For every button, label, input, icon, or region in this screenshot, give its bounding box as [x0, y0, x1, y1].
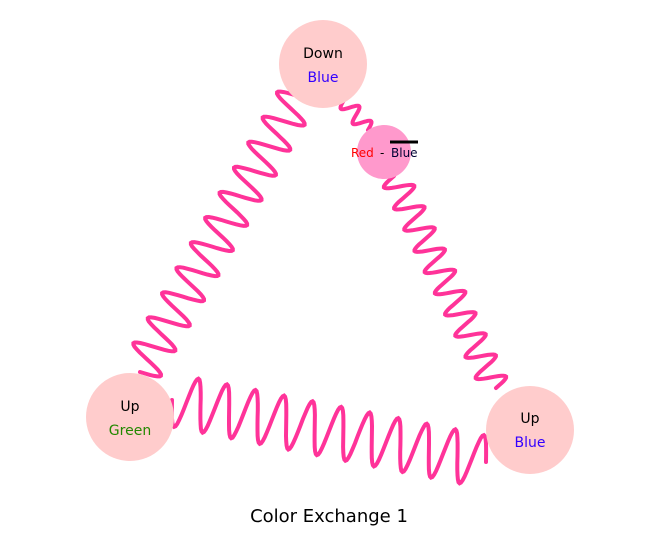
node-top-color: Blue: [308, 70, 339, 86]
exchange-separator: -: [380, 146, 384, 160]
exchange-color: Red: [351, 146, 374, 160]
node-left: [86, 373, 174, 461]
node-right-color: Blue: [515, 435, 546, 451]
gluon-springs: [131, 89, 509, 486]
spring-left: [131, 89, 307, 379]
node-top: [279, 20, 367, 108]
node-left-label: Up: [120, 399, 139, 415]
node-right: [486, 386, 574, 474]
spring-top-right: [338, 98, 374, 132]
spring-bottom: [169, 376, 489, 486]
diagram-title: Color Exchange 1: [250, 506, 408, 527]
exchange-node: [357, 125, 411, 179]
spring-right: [381, 174, 509, 390]
node-right-label: Up: [520, 411, 539, 427]
exchange-anticolor: Blue: [391, 146, 418, 160]
node-top-label: Down: [303, 46, 343, 62]
node-left-color: Green: [109, 423, 151, 439]
